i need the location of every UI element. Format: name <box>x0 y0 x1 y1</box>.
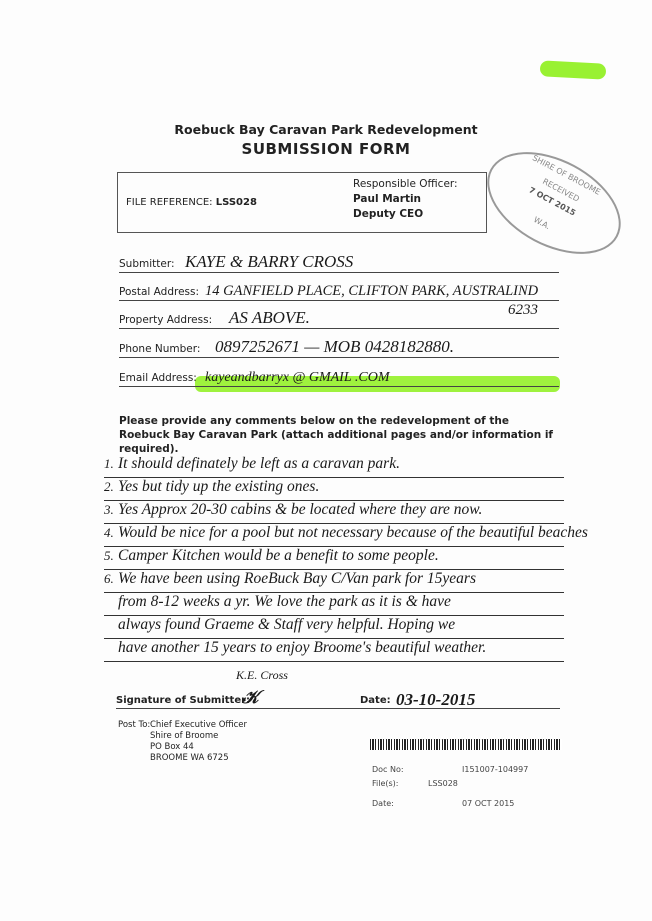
comment-text: from 8-12 weeks a yr. We love the park a… <box>118 593 451 610</box>
postal-address-label: Postal Address: <box>119 286 200 298</box>
comment-line: from 8-12 weeks a yr. We love the park a… <box>104 593 564 616</box>
post-to-line: Shire of Broome <box>150 731 219 741</box>
date-value: 03-10-2015 <box>396 690 476 709</box>
postcode-value: 6233 <box>508 302 538 318</box>
comment-text: Would be nice for a pool but not necessa… <box>118 524 588 541</box>
post-to-label: Post To: <box>118 720 151 730</box>
comment-text: Yes but tidy up the existing ones. <box>118 478 320 495</box>
email-address-value: kayeandbarryx @ GMAIL .COM <box>205 370 390 385</box>
comment-number: 5. <box>104 548 114 563</box>
comment-line: have another 15 years to enjoy Broome's … <box>104 639 564 662</box>
email-address-label: Email Address: <box>119 372 197 384</box>
comment-number: 1. <box>104 456 114 471</box>
stamp-wa: W.A. <box>532 215 552 232</box>
comment-text: have another 15 years to enjoy Broome's … <box>118 639 487 656</box>
comment-number: 2. <box>104 479 114 494</box>
phone-number-label: Phone Number: <box>119 343 201 355</box>
email-address-field[interactable]: Email Address: kayeandbarryx @ GMAIL .CO… <box>119 364 559 387</box>
officer-label: Responsible Officer: <box>353 178 458 190</box>
comment-text: We have been using RoeBuck Bay C/Van par… <box>118 570 476 587</box>
signature-label: Signature of Submitter: <box>116 695 251 706</box>
officer-title: Deputy CEO <box>353 208 424 220</box>
comment-line: always found Graeme & Staff very helpful… <box>104 616 564 639</box>
barcode <box>370 739 562 750</box>
postal-address-value: 14 GANFIELD PLACE, CLIFTON PARK, AUSTRAL… <box>205 283 539 299</box>
form-subtitle: SUBMISSION FORM <box>241 140 411 158</box>
email-highlight <box>195 376 560 392</box>
property-address-label: Property Address: <box>119 314 213 326</box>
date-label: Date: <box>360 695 391 706</box>
highlighter-mark <box>539 60 607 80</box>
comment-number: 3. <box>104 502 114 517</box>
comment-text: Yes Approx 20-30 cabins & be located whe… <box>118 501 483 518</box>
file-reference-box: FILE REFERENCE: LSS028 Responsible Offic… <box>117 172 487 233</box>
property-address-value: AS ABOVE. <box>229 308 310 327</box>
form-title: Roebuck Bay Caravan Park Redevelopment <box>174 122 478 137</box>
file-reference-value: LSS028 <box>215 197 257 208</box>
comment-line: 6. We have been using RoeBuck Bay C/Van p… <box>104 570 564 593</box>
comment-line: 3. Yes Approx 20-30 cabins & be located w… <box>104 501 564 524</box>
comment-line: 5. Camper Kitchen would be a benefit to s… <box>104 547 564 570</box>
instructions: Please provide any comments below on the… <box>119 415 553 455</box>
submitter-field[interactable]: Submitter: KAYE & BARRY CROSS <box>119 250 559 273</box>
signature-line: Signature of Submitter: 𝒦 Date: 03-10-20… <box>116 687 560 709</box>
phone-number-field[interactable]: Phone Number: 0897252671 — MOB 042818288… <box>119 335 559 358</box>
phone-number-value: 0897252671 — MOB 0428182880. <box>215 337 454 356</box>
files-label: File(s): <box>372 779 399 788</box>
comment-number: 4. <box>104 525 114 540</box>
registry-date-value: 07 OCT 2015 <box>462 799 515 808</box>
comment-line: 2. Yes but tidy up the existing ones. <box>104 478 564 501</box>
comment-number: 6. <box>104 571 114 586</box>
doc-no-value: I151007-104997 <box>462 765 529 774</box>
comment-line: 4. Would be nice for a pool but not neces… <box>104 524 588 547</box>
comment-text: It should definately be left as a carava… <box>118 455 400 472</box>
doc-no-label: Doc No: <box>372 765 404 774</box>
responsible-officer: Responsible Officer: Paul Martin Deputy … <box>353 177 458 222</box>
post-to-line: PO Box 44 <box>150 742 194 752</box>
registry-date-label: Date: <box>372 799 394 808</box>
printed-name: K.E. Cross <box>236 668 288 682</box>
files-value: LSS028 <box>428 779 458 788</box>
file-reference: FILE REFERENCE: LSS028 <box>126 197 257 208</box>
post-to-line: Chief Executive Officer <box>150 720 247 730</box>
file-reference-label: FILE REFERENCE: <box>126 197 213 208</box>
submitter-label: Submitter: <box>119 258 175 270</box>
post-to-line: BROOME WA 6725 <box>150 753 229 763</box>
comment-text: Camper Kitchen would be a benefit to som… <box>118 547 439 564</box>
comment-line: 1. It should definately be left as a cara… <box>104 455 564 478</box>
property-address-field[interactable]: Property Address: AS ABOVE. <box>119 306 559 329</box>
submitter-value: KAYE & BARRY CROSS <box>185 252 354 271</box>
comment-text: always found Graeme & Staff very helpful… <box>118 616 456 633</box>
post-to-address: Post To: Chief Executive Officer Shire o… <box>118 720 247 763</box>
postal-address-field[interactable]: Postal Address: 14 GANFIELD PLACE, CLIFT… <box>119 278 559 301</box>
signature-mark: 𝒦 <box>242 687 259 707</box>
officer-name: Paul Martin <box>353 193 422 205</box>
